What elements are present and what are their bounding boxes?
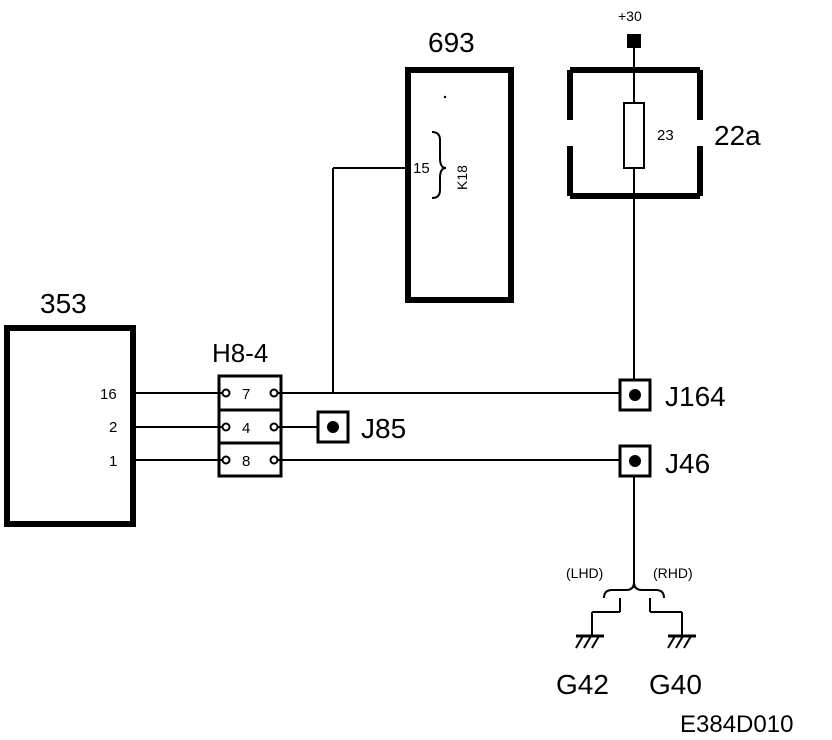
fuse-23-label: 23 [657, 127, 674, 144]
module-693-brace [431, 131, 447, 199]
module-693-pin-15: 15 [413, 160, 430, 177]
ground-lhd-label: (LHD) [566, 565, 603, 581]
module-693-label: 693 [428, 27, 475, 58]
fuse-23-body [623, 102, 645, 169]
connector-h8-4-pin-7: 7 [242, 386, 250, 403]
fuse-box-22a [567, 67, 703, 199]
connector-h8-4 [217, 374, 283, 478]
connector-h8-4-label: H8-4 [212, 338, 268, 368]
diagram-code: E384D010 [680, 711, 793, 738]
module-353-pin-2: 2 [109, 419, 117, 436]
junction-j85-label: J85 [361, 413, 406, 444]
ground-g42-symbol [575, 598, 621, 649]
module-353-pin-16: 16 [100, 386, 117, 403]
fuse-box-22a-label: 22a [714, 120, 761, 151]
wires [133, 45, 635, 588]
ground-variant-brace [603, 581, 665, 599]
supply-terminal [627, 34, 641, 48]
junction-j46-label: J46 [665, 448, 710, 479]
ground-g42-label: G42 [556, 669, 609, 700]
ground-g40-label: G40 [649, 669, 702, 700]
module-353-label: 353 [40, 288, 87, 319]
junction-j46 [618, 444, 652, 478]
junction-j164 [618, 378, 652, 412]
module-693-box [405, 67, 514, 303]
module-353-pin-1: 1 [109, 453, 117, 470]
junction-j85 [316, 410, 350, 444]
ground-rhd-label: (RHD) [653, 565, 693, 581]
module-693-dot [443, 95, 447, 99]
connector-h8-4-pin-4: 4 [242, 420, 250, 437]
ground-g40-symbol [649, 598, 696, 649]
supply-plus30-label: +30 [618, 8, 642, 24]
module-693-connector-k18: K18 [454, 165, 470, 190]
connector-h8-4-pin-8: 8 [242, 453, 250, 470]
junction-j164-label: J164 [665, 381, 726, 412]
